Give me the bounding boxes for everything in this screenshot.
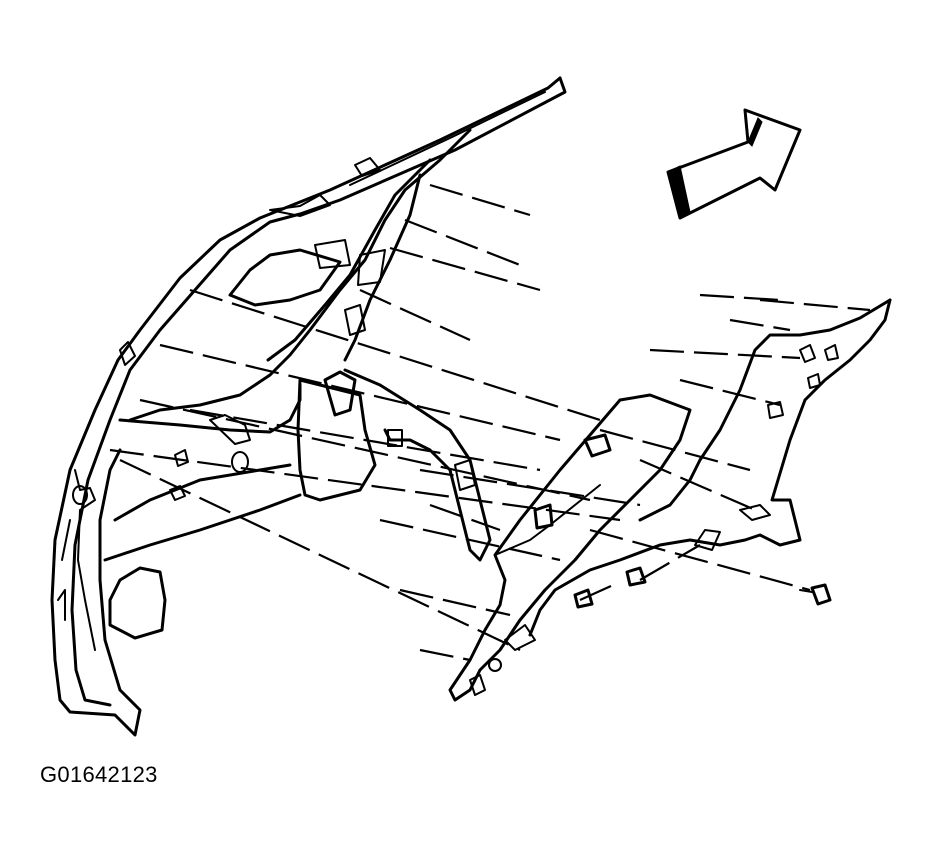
figure-id-label: G01642123 (40, 762, 158, 787)
clip-icon (533, 433, 647, 609)
screw-icon (799, 583, 832, 606)
direction-arrow-icon (666, 108, 802, 220)
pillar-trim-panel (50, 76, 567, 737)
alignment-dashed-lines (109, 183, 871, 662)
quarter-trim-panel (528, 298, 892, 637)
